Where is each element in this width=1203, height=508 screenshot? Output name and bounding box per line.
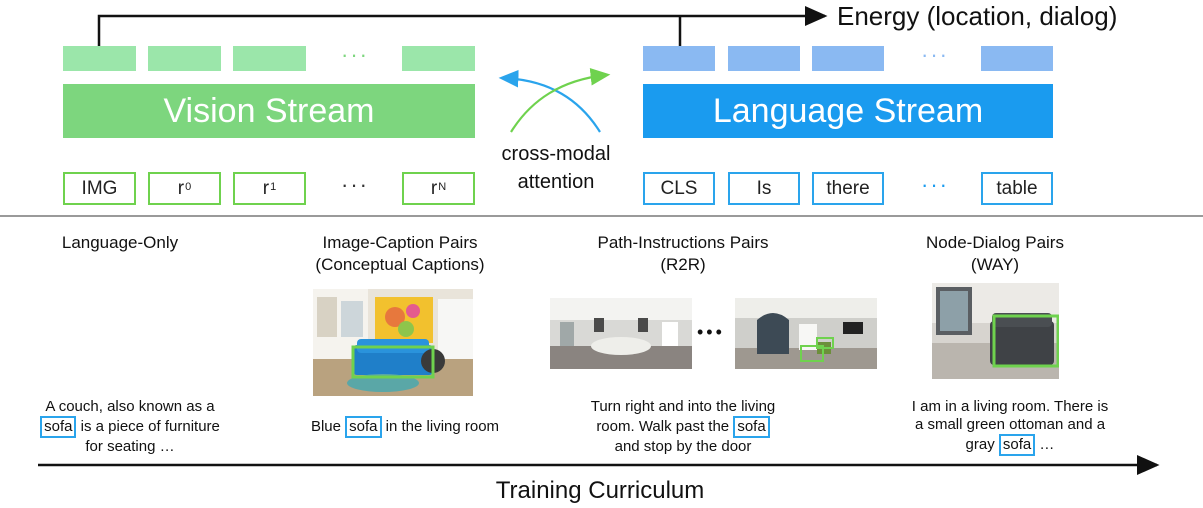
attention-arrow-to-language [510,67,611,133]
highlight-sofa: sofa [733,416,770,438]
attention-arrow-to-vision [498,69,601,133]
vision-output-cell [402,46,475,71]
vision-output-cell [63,46,136,71]
vision-stream-label: Vision Stream [163,91,375,130]
language-output-cell [728,46,800,71]
language-token-ellipsis: ··· [921,172,949,197]
stage-title-image-caption: Image-Caption Pairs (Conceptual Captions… [315,233,485,274]
living-room-illustration [313,289,473,396]
panorama-photo-start [550,298,692,369]
language-stream-label: Language Stream [712,91,984,130]
language-output-ellipsis: ··· [921,42,949,67]
vision-output-cell [148,46,221,71]
stage-caption-path-instructions: Turn right and into the living room. Wal… [590,398,776,455]
living-room-photo [313,289,473,396]
language-token-table: table [981,172,1053,205]
node-room-illustration [932,283,1059,379]
stage-caption-image-caption: Blue sofa in the living room [280,416,530,438]
vision-output-cell [233,46,306,71]
vision-token-ellipsis: ··· [341,172,369,197]
highlight-sofa: sofa [345,416,382,438]
node-room-photo [932,283,1059,379]
vision-output-ellipsis: ··· [341,42,369,67]
panorama-illustration-start [550,298,692,369]
language-token-is: Is [728,172,800,205]
stage-title-node-dialog: Node-Dialog Pairs (WAY) [926,233,1064,274]
highlight-sofa: sofa [998,434,1036,456]
stage-title-path-instructions: Path-Instructions Pairs (R2R) [597,233,769,274]
energy-line [97,6,828,46]
language-token-there: there [812,172,884,205]
panorama-photo-end [735,298,877,369]
language-output-cell [981,46,1053,71]
energy-label: Energy (location, dialog) [837,1,1118,31]
highlight-sofa: sofa [40,416,77,438]
vision-token-img: IMG [63,172,136,205]
stage-caption-language-only: A couch, also known as a sofa is a piece… [15,398,245,456]
language-token-cls: CLS [643,172,715,205]
panorama-illustration-end [735,298,877,369]
language-output-cell [812,46,884,71]
stage-caption-node-dialog: I am in a living room. There is a small … [885,398,1135,456]
panorama-ellipsis: ••• [697,322,725,342]
attention-label: cross-modal attention [501,143,611,193]
vision-stream-bar: Vision Stream [63,84,475,138]
stage-title-language-only: Language-Only [61,233,179,252]
language-stream-bar: Language Stream [643,84,1053,138]
curriculum-label: Training Curriculum [495,477,705,504]
language-output-cell [643,46,715,71]
